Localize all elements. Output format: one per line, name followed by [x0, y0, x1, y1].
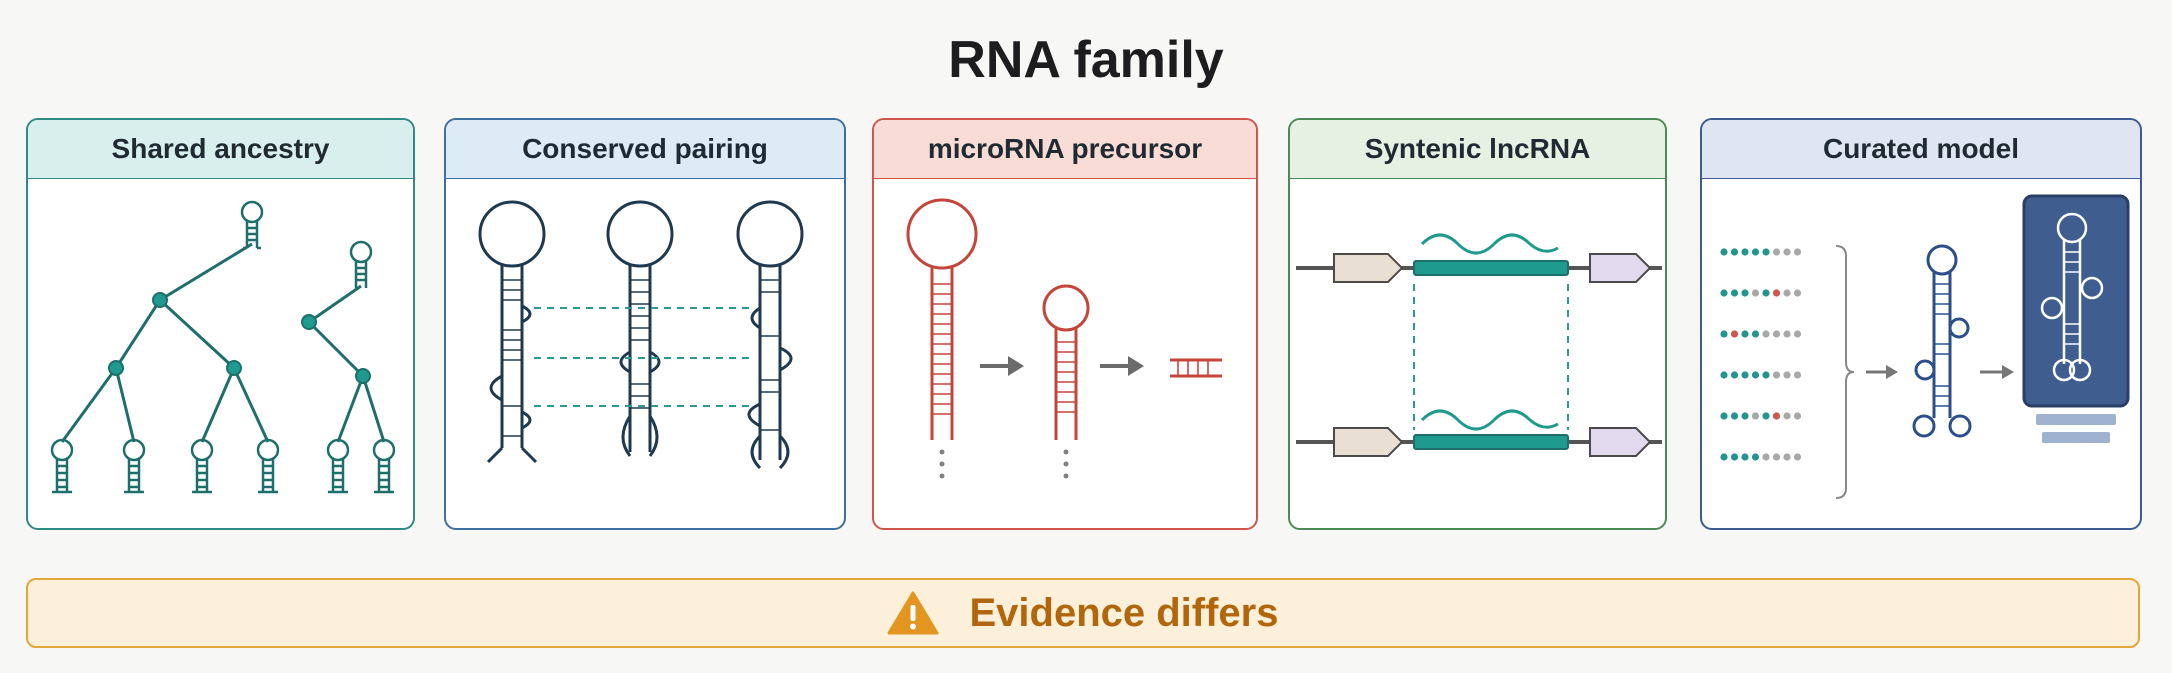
alignment-dot: [1741, 371, 1749, 379]
hairpin-icon: [256, 438, 280, 494]
arrow-right-icon: [1866, 365, 1898, 379]
alignment-dot: [1741, 289, 1749, 297]
hairpin-icon: [606, 200, 674, 457]
curated-model-illustration: [1720, 194, 2130, 499]
banner-label: Evidence differs: [969, 590, 1279, 635]
conserved-pairing-illustration: [478, 200, 804, 470]
alignment-dot: [1772, 330, 1781, 338]
alignment-dot: [1720, 248, 1728, 256]
arrow-right-icon: [980, 356, 1024, 376]
alignment-dot: [1762, 248, 1770, 256]
synteny-illustration: [1296, 233, 1662, 457]
alignment-dot: [1730, 248, 1739, 256]
warning-icon: [887, 591, 939, 635]
alignment-dot: [1762, 371, 1770, 379]
hairpin-icon: [326, 438, 350, 494]
panel-title: Conserved pairing: [446, 120, 844, 179]
alignment-dot: [1772, 412, 1781, 420]
alignment-dot: [1720, 453, 1728, 461]
alignment-dot: [1783, 371, 1791, 379]
phylogenetic-tree-illustration: [50, 200, 396, 494]
alignment-dot: [1762, 412, 1770, 420]
panel-shared-ancestry: Shared ancestry: [26, 118, 415, 530]
alignment-dot: [1730, 371, 1739, 379]
alignment-dot: [1751, 289, 1760, 297]
alignment-dot: [1720, 412, 1728, 420]
curated-model-card: [2022, 194, 2130, 443]
alignment-dot: [1772, 289, 1781, 297]
alignment-dot: [1751, 330, 1760, 338]
alignment-dot: [1772, 248, 1781, 256]
alignment-dot: [1741, 453, 1749, 461]
alignment-dot: [1793, 330, 1802, 338]
alignment-dot: [1730, 330, 1739, 338]
pre-mirna-hairpin-icon: [1042, 284, 1090, 440]
alignment-dot: [1793, 453, 1802, 461]
arrow-right-icon: [1100, 356, 1144, 376]
hairpin-icon: [240, 200, 264, 250]
alignment-dot: [1793, 371, 1802, 379]
panel-title: Curated model: [1702, 120, 2140, 179]
evidence-banner: Evidence differs: [26, 578, 2140, 648]
alignment-dot: [1730, 453, 1739, 461]
alignment-dot: [1772, 453, 1781, 461]
alignment-dot: [1741, 248, 1749, 256]
diagram-title: RNA family: [948, 31, 1224, 89]
panel-microrna-precursor: microRNA precursor: [872, 118, 1258, 530]
alignment-dot: [1762, 330, 1770, 338]
alignment-dot: [1772, 371, 1781, 379]
genome-locus-2: [1296, 409, 1662, 457]
alignment-dot: [1793, 248, 1802, 256]
alignment-dot: [1751, 248, 1760, 256]
hairpin-icon: [50, 438, 74, 494]
alignment-dot: [1751, 412, 1760, 420]
panel-conserved-pairing: Conserved pairing: [444, 118, 846, 530]
alignment-dot: [1762, 453, 1770, 461]
alignment-dot: [1730, 412, 1739, 420]
alignment-dot: [1751, 371, 1760, 379]
pri-mirna-hairpin-icon: [906, 198, 978, 440]
alignment-dot: [1793, 289, 1802, 297]
hairpin-icon: [736, 200, 804, 470]
alignment-dot: [1783, 412, 1791, 420]
panel-title: Syntenic lncRNA: [1290, 120, 1665, 179]
panel-title: microRNA precursor: [874, 120, 1256, 179]
alignment-dot: [1751, 453, 1760, 461]
alignment-dot: [1783, 248, 1791, 256]
hairpin-icon: [372, 438, 396, 494]
hairpin-icon: [349, 240, 373, 288]
alignment-dot: [1783, 289, 1791, 297]
alignment-dot: [1730, 289, 1739, 297]
microrna-processing-illustration: [906, 198, 1222, 479]
alignment-dot: [1720, 371, 1728, 379]
alignment-dot: [1762, 289, 1770, 297]
alignment-dot: [1741, 412, 1749, 420]
genome-locus-1: [1296, 233, 1662, 283]
alignment-dot: [1783, 453, 1791, 461]
alignment-dot: [1720, 289, 1728, 297]
panel-curated-model: Curated model: [1700, 118, 2142, 530]
consensus-structure-icon: [1912, 244, 1972, 438]
alignment-dot: [1720, 330, 1728, 338]
alignment-dot: [1741, 330, 1749, 338]
alignment-dot: [1783, 330, 1791, 338]
arrow-right-icon: [1980, 365, 2014, 379]
hairpin-icon: [190, 438, 214, 494]
alignment-dot: [1793, 412, 1802, 420]
hairpin-icon: [478, 200, 546, 464]
hairpin-icon: [122, 438, 146, 494]
panel-syntenic-lncrna: Syntenic lncRNA: [1288, 118, 1667, 530]
sequence-alignment-dots: [1720, 248, 1802, 461]
panel-title: Shared ancestry: [28, 120, 413, 179]
